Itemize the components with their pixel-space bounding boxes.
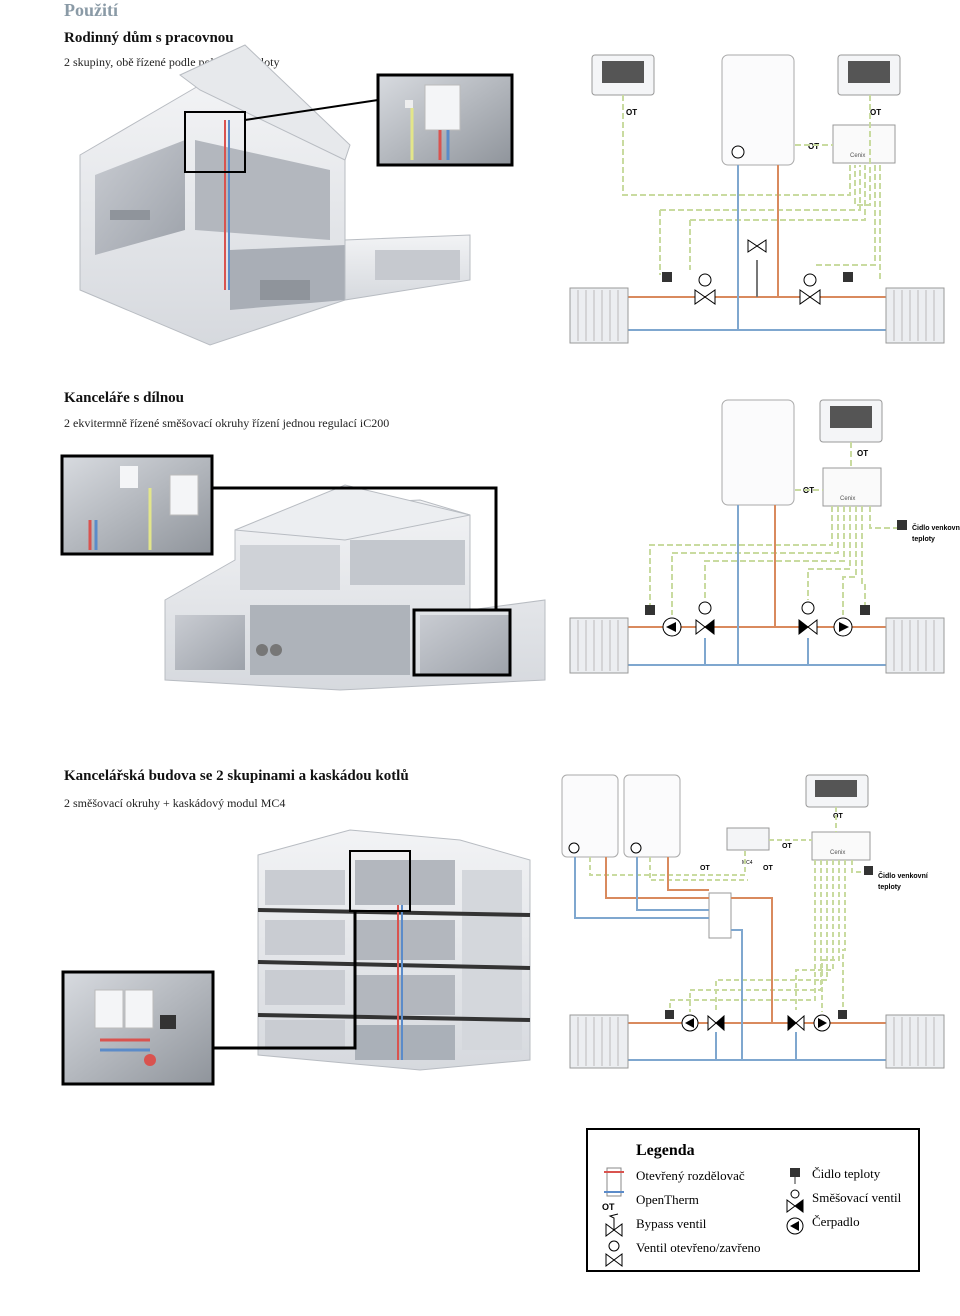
schematic-3-controller-label: Cenix	[830, 850, 845, 856]
cascade-module-label: MC4	[742, 860, 753, 866]
legend-item-temperature-sensor: Čidlo teploty	[812, 1166, 881, 1181]
outdoor-sensor-label: Čidlo venkovní	[912, 523, 960, 532]
schematic-2-controller-label: Cenix	[840, 496, 855, 502]
legend-item-mixing-valve: Směšovací ventil	[812, 1190, 902, 1205]
legend-item-pump: Čerpadlo	[812, 1214, 860, 1229]
house-detail-photo	[376, 73, 514, 167]
legend-item-on-off-valve: Ventil otevřeno/zavřeno	[636, 1240, 761, 1255]
legend-item-bypass-valve: Bypass ventil	[636, 1216, 707, 1231]
open-manifold-icon	[606, 1167, 622, 1197]
section-2-subtitle: 2 ekvitermně řízené směšovací okruhy říz…	[64, 416, 390, 430]
legend-icons-right	[786, 1168, 804, 1235]
ot-label: OT	[870, 108, 881, 117]
bypass-valve-icon	[605, 1213, 623, 1237]
office-detail-frame	[349, 850, 411, 912]
ot-label: OT	[782, 843, 792, 850]
outdoor-sensor-label: teploty	[912, 536, 935, 543]
ot-label: OT	[857, 449, 868, 458]
ot-label: OT	[626, 108, 637, 117]
house-illustration	[79, 44, 471, 346]
house-detail-frame	[184, 111, 246, 173]
legend-item-opentherm: OpenTherm	[636, 1192, 699, 1207]
legend-icons-left: OT	[602, 1167, 624, 1267]
opentherm-icon: OT	[602, 1202, 615, 1212]
on-off-valve-icon	[605, 1240, 623, 1267]
outdoor-sensor-label: Čidlo venkovní	[878, 871, 929, 880]
legend-item-open-manifold: Otevřený rozdělovač	[636, 1168, 745, 1183]
mixing-valve-icon	[786, 1189, 804, 1213]
workshop-detail-photo	[60, 454, 214, 556]
legend-box: Legenda OT Otevřený rozdělovač OpenTherm…	[586, 1128, 920, 1272]
section-3-title: Kancelářská budova se 2 skupinami a kask…	[64, 768, 409, 784]
workshop-detail-frame	[412, 608, 512, 677]
page-heading: Použití	[64, 0, 118, 20]
schematic-1-controller-label: Cenix	[850, 153, 865, 159]
section-3-subtitle: 2 směšovací okruhy + kaskádový modul MC4	[64, 796, 286, 810]
schematic-1: Cenix OT OT OT	[569, 54, 945, 344]
office-detail-photo	[61, 970, 215, 1086]
outdoor-sensor-label: teploty	[878, 884, 901, 891]
schematic-2: Cenix OT OT Čidlo venkovní teploty	[569, 399, 960, 674]
workshop-building-illustration	[164, 484, 546, 691]
temperature-sensor-icon	[790, 1168, 800, 1184]
legend-title: Legenda	[636, 1142, 695, 1159]
ot-label: OT	[763, 865, 773, 872]
section-1-title: Rodinný dům s pracovnou	[64, 30, 234, 46]
section-2-title: Kanceláře s dílnou	[64, 390, 185, 406]
ot-label: OT	[700, 865, 710, 872]
schematic-3: Cenix MC4 OT OT OT OT Čidlo venkovní tep…	[561, 774, 945, 1069]
office-building-illustration	[257, 829, 531, 1071]
pump-icon	[786, 1217, 804, 1235]
ot-label: OT	[808, 142, 819, 151]
ot-label: OT	[833, 813, 843, 820]
